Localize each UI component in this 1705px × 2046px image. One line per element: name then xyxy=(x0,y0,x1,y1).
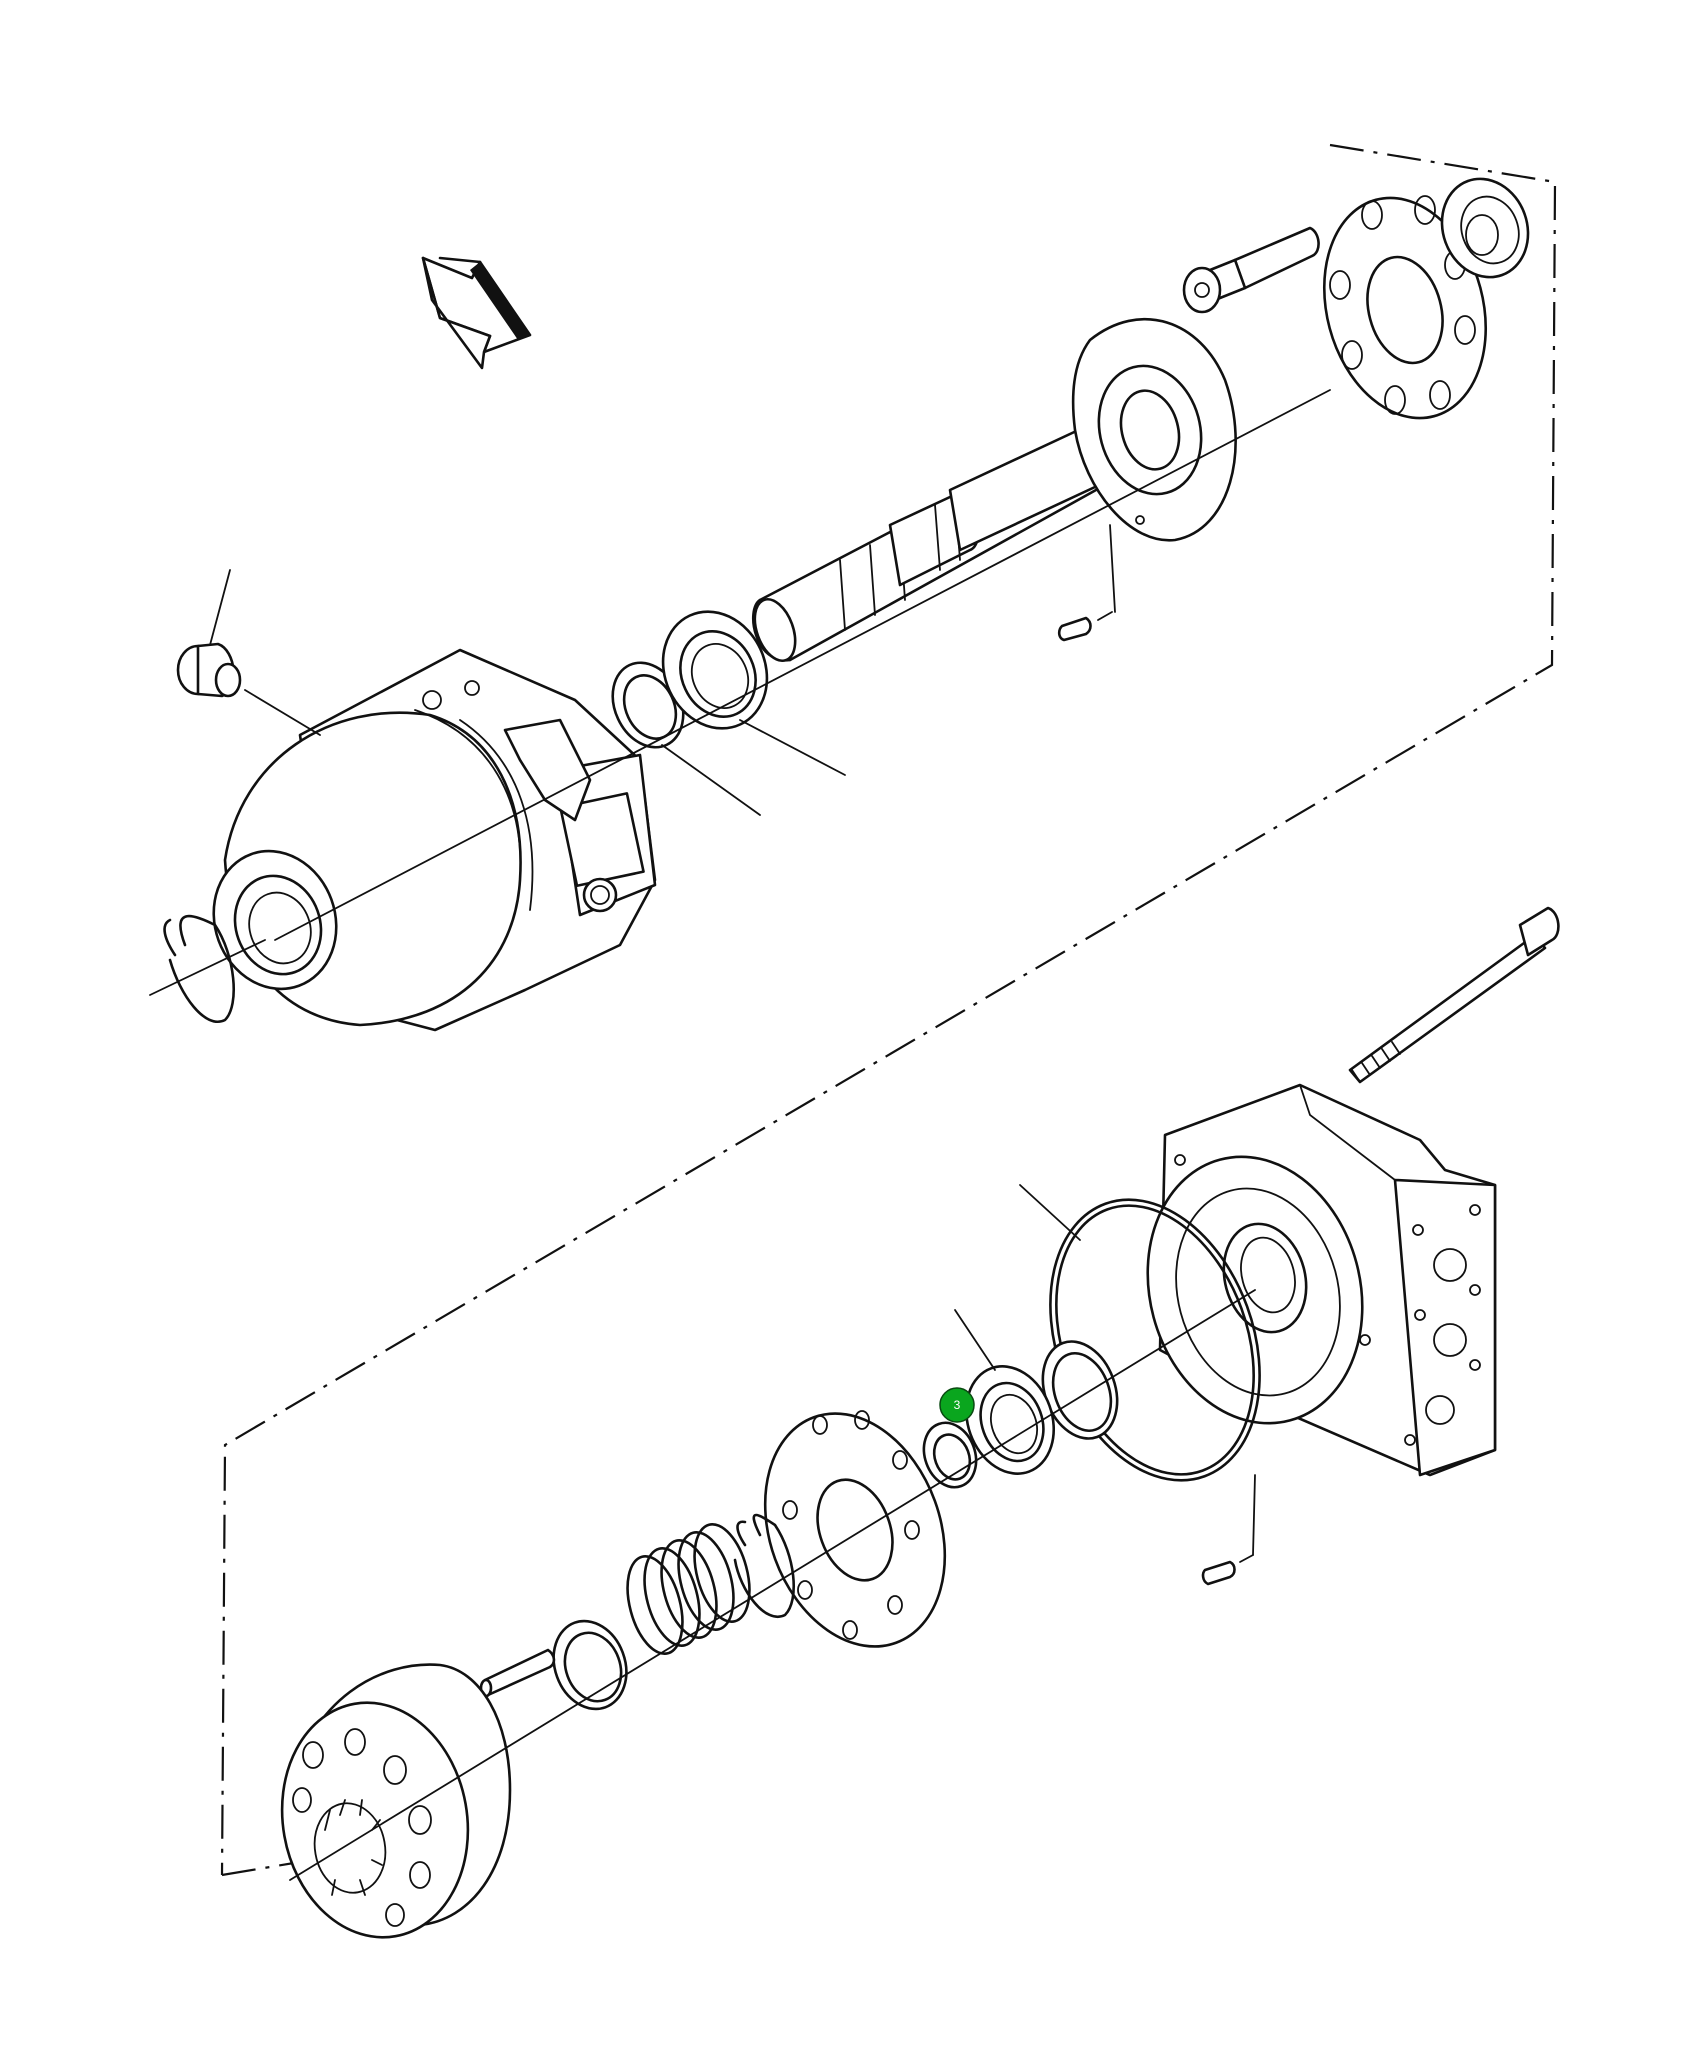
spring xyxy=(626,1522,751,1656)
lower-centerline xyxy=(289,1289,1256,1881)
plug-part xyxy=(176,569,321,736)
upper-centerline xyxy=(274,389,1331,941)
splined-disc-upper xyxy=(1440,177,1530,279)
cylinder-block xyxy=(280,1663,512,1939)
callout-3-label: 3 xyxy=(954,1398,961,1412)
snap-ring-front xyxy=(149,914,266,1023)
retainer-plate-upper xyxy=(1322,195,1488,420)
bearing-lower xyxy=(954,1309,1056,1475)
assembly-boundary-dashed-line xyxy=(220,143,1557,1877)
direction-arrow-icon xyxy=(421,256,532,370)
long-bolt xyxy=(1348,906,1560,1084)
motor-housing xyxy=(212,648,657,1032)
end-plate-upper xyxy=(1057,317,1237,642)
pin-lower-right xyxy=(1201,1474,1256,1586)
center-pin xyxy=(1182,226,1320,314)
small-ring-lower xyxy=(922,1421,978,1489)
washer-lower xyxy=(552,1619,628,1711)
seal-ring-lower xyxy=(1041,1340,1119,1440)
callout-3-hotspot[interactable]: 3 xyxy=(939,1387,975,1423)
callout-3-marker[interactable] xyxy=(939,1387,975,1423)
snap-ring-lower xyxy=(733,1513,795,1618)
retainer-plate-lower xyxy=(763,1410,947,1648)
shaft-bearing xyxy=(661,610,846,776)
rear-housing-block xyxy=(1146,1083,1497,1477)
pin-lower xyxy=(479,1648,556,1698)
